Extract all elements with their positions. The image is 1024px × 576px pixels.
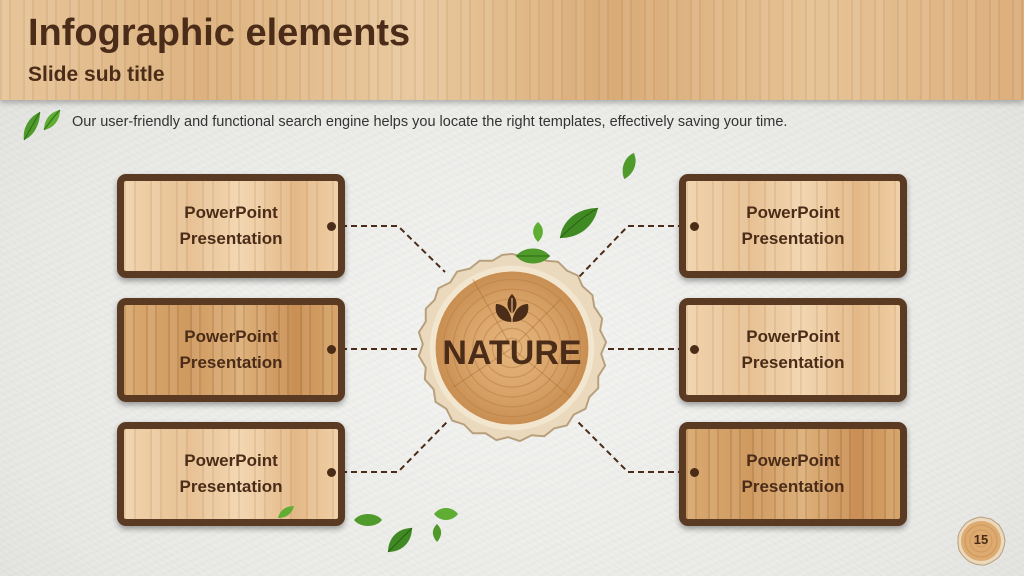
- info-box-right-1[interactable]: PowerPoint Presentation: [679, 174, 907, 278]
- box-line-1: PowerPoint: [184, 451, 278, 470]
- leaf-icon: [559, 207, 599, 239]
- wood-header-banner: [0, 0, 1024, 100]
- info-box-left-2[interactable]: PowerPoint Presentation: [117, 298, 345, 402]
- box-line-2: Presentation: [741, 477, 845, 496]
- box-line-1: PowerPoint: [746, 203, 840, 222]
- box-line-2: Presentation: [179, 353, 283, 372]
- slide-title: Infographic elements: [28, 12, 411, 54]
- intro-description: Our user-friendly and functional search …: [72, 114, 788, 130]
- box-line-2: Presentation: [741, 229, 845, 248]
- leaf-icon: [434, 508, 458, 520]
- connector-dot: [690, 222, 699, 231]
- box-line-1: PowerPoint: [184, 203, 278, 222]
- leaf-icon: [354, 514, 382, 526]
- wood-slice-icon: [957, 516, 1006, 566]
- box-line-2: Presentation: [179, 477, 283, 496]
- leaf-icon: [278, 506, 294, 518]
- box-line-1: PowerPoint: [746, 451, 840, 470]
- leaf-icon: [622, 152, 636, 180]
- leaves-icon: [23, 109, 61, 141]
- leaf-icon: [387, 527, 413, 553]
- slide-subtitle: Slide sub title: [28, 63, 165, 86]
- leaf-icon: [432, 524, 442, 542]
- info-box-left-3[interactable]: PowerPoint Presentation: [117, 422, 345, 526]
- connector-dot: [327, 468, 336, 477]
- leaf-icon: [533, 222, 543, 242]
- box-line-2: Presentation: [179, 229, 283, 248]
- connector-dot: [327, 345, 336, 354]
- info-box-left-1[interactable]: PowerPoint Presentation: [117, 174, 345, 278]
- box-line-2: Presentation: [741, 353, 845, 372]
- box-line-1: PowerPoint: [184, 327, 278, 346]
- wood-slice-center: [417, 252, 608, 443]
- center-label: NATURE: [442, 334, 582, 372]
- connector-dot: [690, 468, 699, 477]
- sprout-icon: [495, 294, 529, 322]
- leaf-icon: [516, 248, 550, 264]
- info-box-right-2[interactable]: PowerPoint Presentation: [679, 298, 907, 402]
- box-line-1: PowerPoint: [746, 327, 840, 346]
- info-box-right-3[interactable]: PowerPoint Presentation: [679, 422, 907, 526]
- connector-dot: [690, 345, 699, 354]
- connector-dot: [327, 222, 336, 231]
- page-number: 15: [973, 532, 989, 547]
